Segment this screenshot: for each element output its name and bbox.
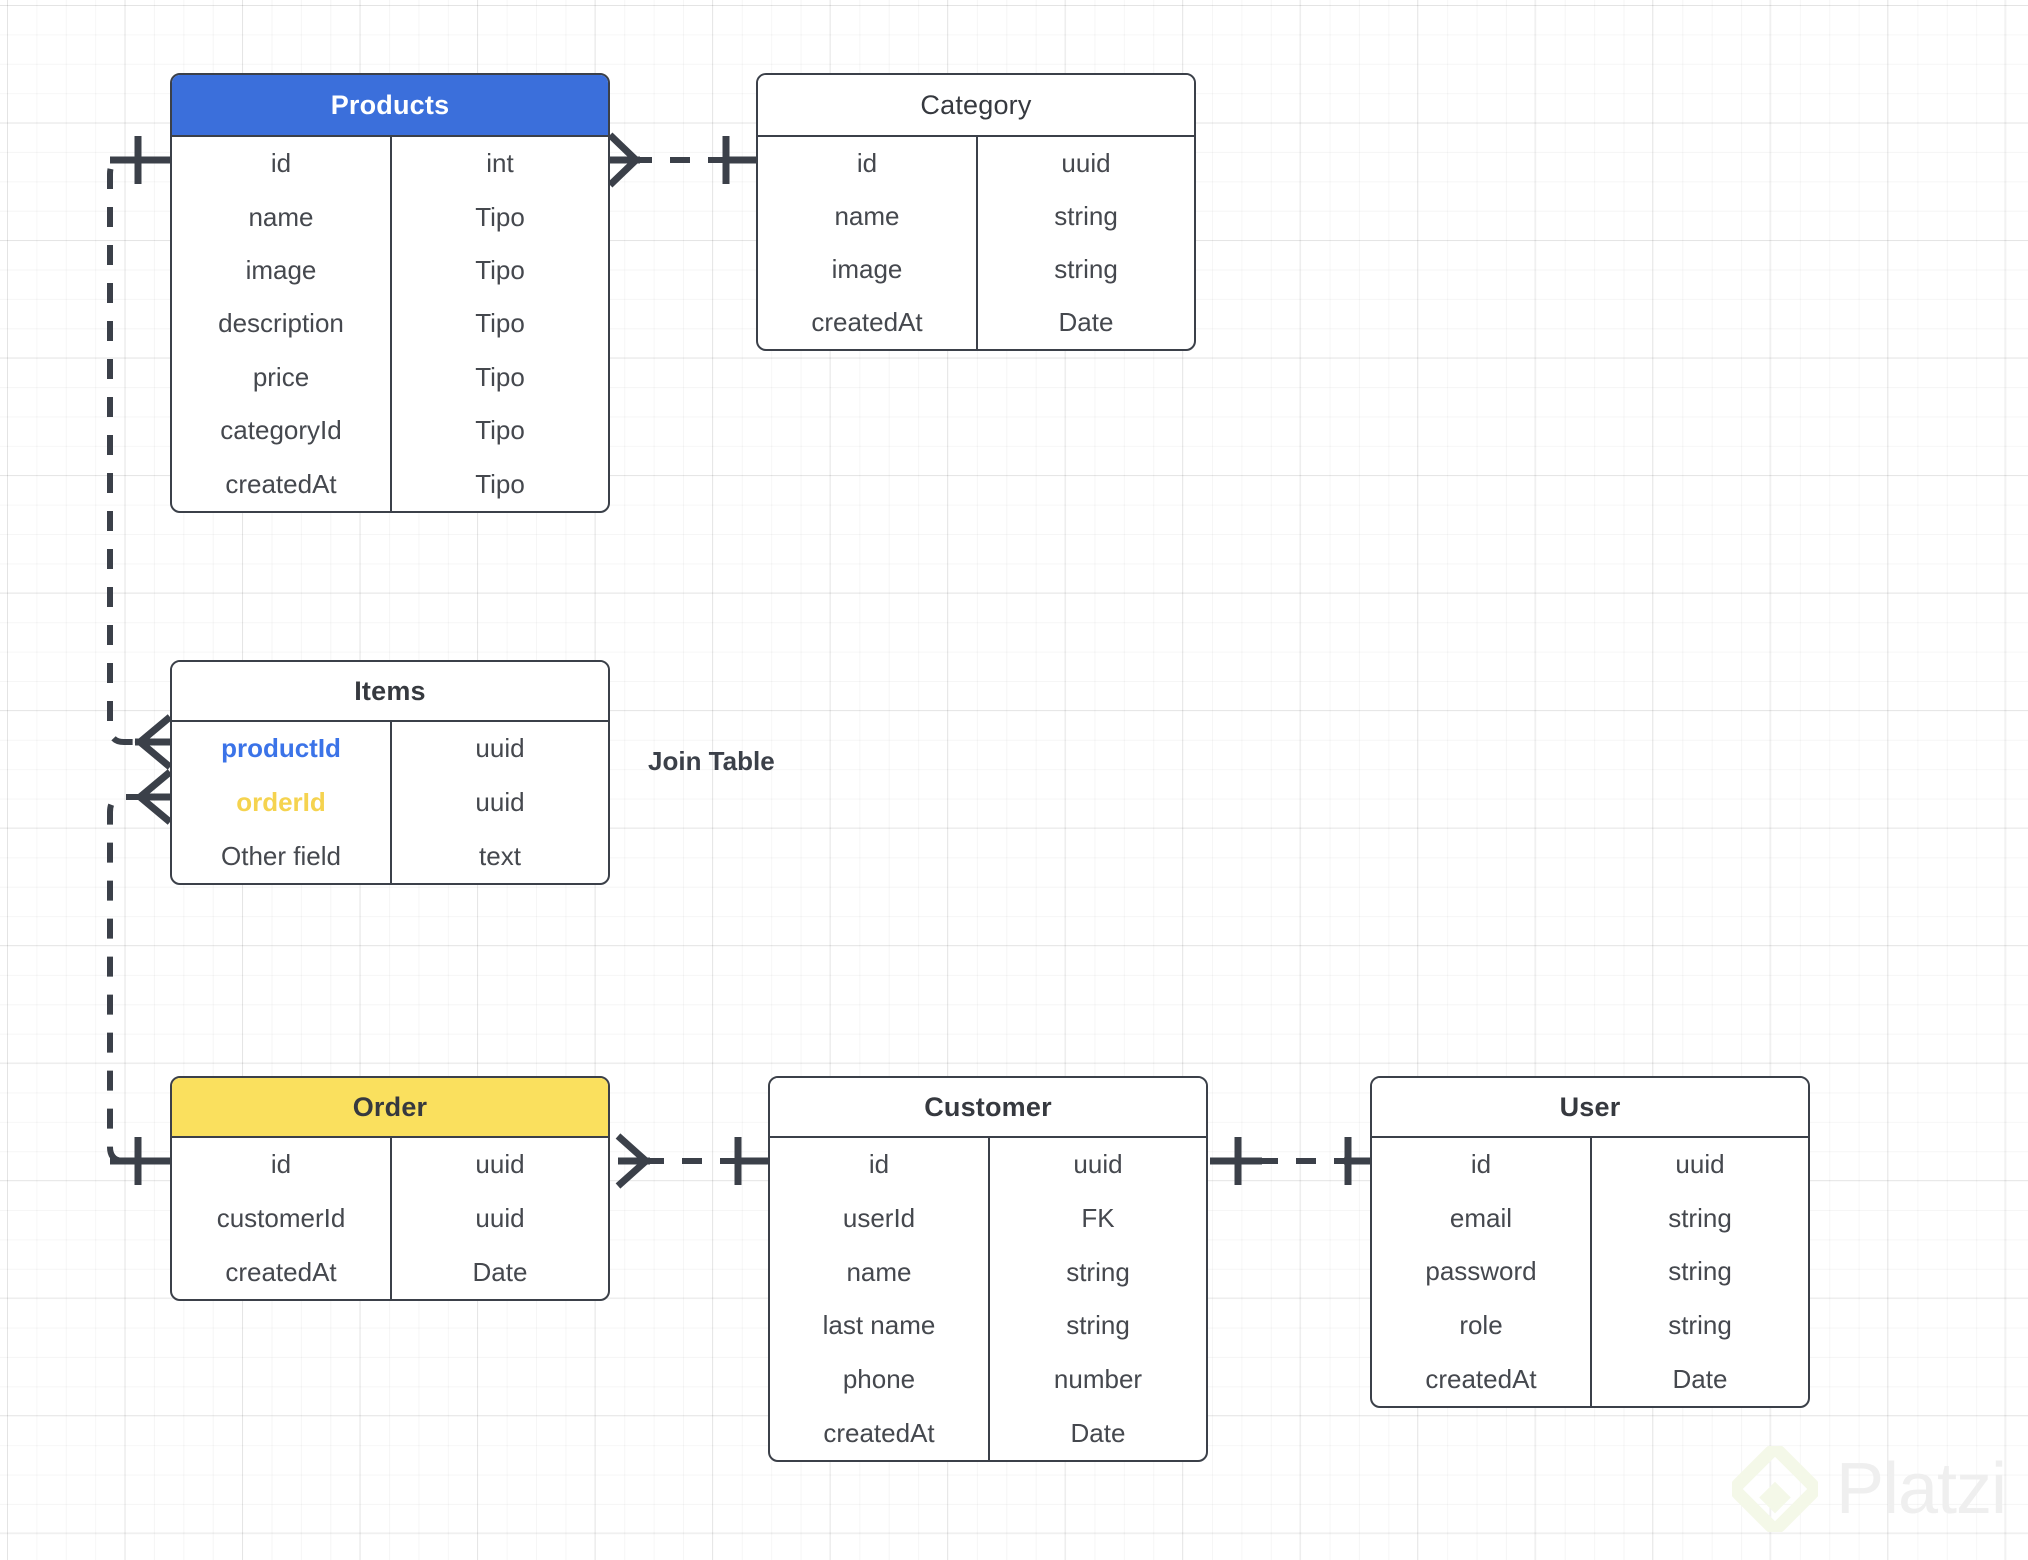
field-type: string [1668, 1256, 1732, 1287]
field-type: string [1668, 1202, 1732, 1233]
entity-order-title: Order [172, 1078, 608, 1138]
field-type: string [1054, 254, 1118, 284]
field-name: phone [842, 1364, 916, 1395]
entity-order-body: id customerId createdAt uuid uuid Date [172, 1138, 608, 1299]
field-name: id [1470, 1149, 1492, 1180]
field-name: name [248, 201, 314, 232]
field-type: uuid [475, 787, 525, 817]
entity-category-field-names: id name image createdAt [758, 137, 976, 349]
field-name: image [831, 254, 903, 284]
field-name: createdAt [225, 468, 337, 499]
field-type: Tipo [475, 361, 525, 392]
field-type: string [1054, 201, 1118, 231]
field-name: price [252, 361, 310, 392]
field-name: id [856, 148, 878, 178]
entity-user-field-names: id email password role createdAt [1372, 1138, 1590, 1406]
field-name: id [270, 148, 292, 179]
connector-customer-user [1210, 1137, 1378, 1185]
entity-user-field-types: uuid string string string Date [1590, 1138, 1808, 1406]
field-name: categoryId [220, 415, 342, 446]
entity-user[interactable]: User id email password role createdAt uu… [1370, 1076, 1810, 1408]
entity-category-title: Category [758, 75, 1194, 137]
entity-category-body: id name image createdAt uuid string stri… [758, 137, 1194, 349]
entity-items-body: productId orderId Other field uuid uuid … [172, 722, 608, 883]
field-name: createdAt [1425, 1363, 1537, 1394]
entity-customer-field-types: uuid FK string string number Date [988, 1138, 1206, 1460]
field-type: Tipo [475, 201, 525, 232]
entity-user-body: id email password role createdAt uuid st… [1372, 1138, 1808, 1406]
platzi-diamond-icon [1729, 1444, 1820, 1534]
field-name: id [868, 1149, 890, 1180]
platzi-watermark: Platzi [1729, 1444, 2007, 1534]
join-table-label: Join Table [648, 746, 775, 776]
field-type: Date [1672, 1363, 1728, 1394]
field-name: customerId [216, 1203, 346, 1233]
field-type: Tipo [475, 415, 525, 446]
field-name: createdAt [823, 1417, 935, 1448]
entity-customer-body: id userId name last name phone createdAt… [770, 1138, 1206, 1460]
entity-products-body: id name image description price category… [172, 137, 608, 511]
field-type: FK [1081, 1203, 1115, 1233]
field-type: uuid [1675, 1149, 1725, 1180]
entity-items-title: Items [172, 662, 608, 722]
field-type: Tipo [475, 308, 525, 339]
field-name: role [1459, 1310, 1503, 1341]
entity-items-field-names: productId orderId Other field [172, 722, 390, 883]
field-type: uuid [475, 1149, 525, 1180]
field-type: uuid [475, 733, 525, 764]
entity-customer-field-names: id userId name last name phone createdAt [770, 1138, 988, 1460]
field-type: number [1053, 1364, 1143, 1395]
field-type: string [1066, 1256, 1130, 1287]
entity-order[interactable]: Order id customerId createdAt uuid uuid … [170, 1076, 610, 1301]
connector-order-customer [615, 1133, 770, 1189]
field-name: description [218, 308, 344, 339]
field-name: Other field [221, 840, 341, 871]
field-name: orderId [236, 787, 326, 817]
field-type: text [479, 840, 521, 871]
field-type: Date [472, 1256, 528, 1287]
field-type: Tipo [475, 468, 525, 499]
entity-user-title: User [1372, 1078, 1808, 1138]
field-type: string [1668, 1310, 1732, 1341]
platzi-wordmark: Platzi [1835, 1449, 2007, 1529]
entity-products-title: Products [172, 75, 608, 137]
connector-items-order [107, 769, 173, 1185]
field-name: userId [842, 1203, 916, 1233]
field-name: image [245, 255, 317, 286]
field-type: uuid [475, 1203, 525, 1233]
entity-items-field-types: uuid uuid text [390, 722, 608, 883]
field-name: email [1449, 1202, 1513, 1233]
field-name: password [1425, 1256, 1537, 1287]
field-type: uuid [1073, 1149, 1123, 1180]
field-name: id [270, 1149, 292, 1180]
field-name: name [846, 1256, 912, 1287]
field-name: createdAt [811, 307, 923, 337]
entity-products-field-types: int Tipo Tipo Tipo Tipo Tipo Tipo [390, 137, 608, 511]
connector-products-category [607, 132, 758, 188]
field-type: int [486, 148, 514, 179]
entity-items[interactable]: Items productId orderId Other field uuid… [170, 660, 610, 885]
field-type: Tipo [475, 255, 525, 286]
entity-category-field-types: uuid string string Date [976, 137, 1194, 349]
entity-order-field-types: uuid uuid Date [390, 1138, 608, 1299]
field-name: createdAt [225, 1256, 337, 1287]
entity-order-field-names: id customerId createdAt [172, 1138, 390, 1299]
field-type: Date [1070, 1417, 1126, 1448]
field-name: last name [822, 1310, 936, 1341]
field-name: productId [221, 733, 341, 764]
field-type: Date [1058, 307, 1114, 337]
field-type: uuid [1061, 148, 1111, 178]
field-type: string [1066, 1310, 1130, 1341]
field-name: name [834, 201, 900, 231]
connector-products-items [107, 136, 173, 770]
entity-customer[interactable]: Customer id userId name last name phone … [768, 1076, 1208, 1462]
entity-products-field-names: id name image description price category… [172, 137, 390, 511]
entity-products[interactable]: Products id name image description price… [170, 73, 610, 513]
entity-category[interactable]: Category id name image createdAt uuid st… [756, 73, 1196, 351]
entity-customer-title: Customer [770, 1078, 1206, 1138]
